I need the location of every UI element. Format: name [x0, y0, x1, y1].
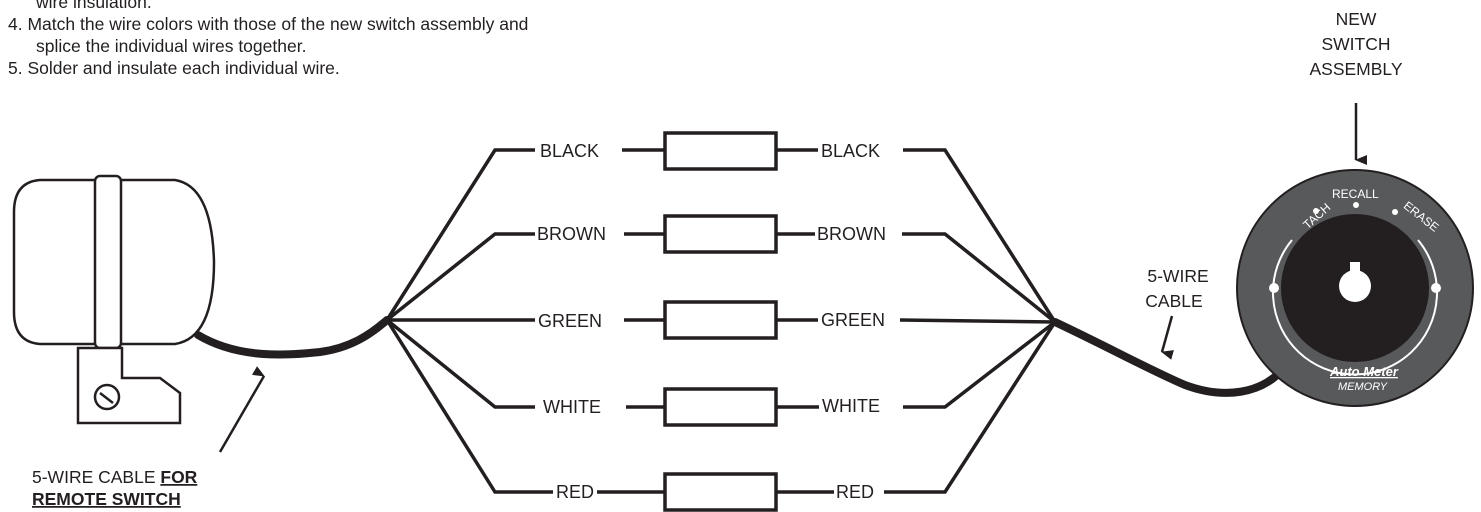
brand-logo: Auto Meter — [1329, 364, 1399, 379]
right-cable-callout: 5-WIRE CABLE — [1145, 266, 1209, 360]
wire-row-red: RED RED — [556, 472, 874, 512]
new-switch-label-line2: SWITCH — [1321, 34, 1390, 54]
right-wire-label-brown: BROWN — [817, 224, 886, 244]
right-cable-arrow — [1160, 315, 1174, 360]
position-dot-tach — [1313, 208, 1319, 214]
left-cable-arrow — [218, 366, 266, 453]
left-cable-label-emph: FOR — [160, 467, 197, 487]
instructions-block: wire insulation. 4. Match the wire color… — [8, 0, 708, 79]
wire-row-black: BLACK BLACK — [540, 131, 880, 171]
left-wire-label-white: WHITE — [543, 397, 601, 417]
step-4-text: Match the wire colors with those of the … — [27, 14, 529, 34]
splice-connector-red — [663, 472, 778, 512]
instruction-partial-line: wire insulation. — [36, 0, 152, 12]
instruction-step-4: 4. Match the wire colors with those of t… — [8, 13, 708, 35]
right-wire-label-black: BLACK — [821, 141, 880, 161]
switch-mount-dot-right — [1431, 283, 1441, 293]
left-wire-label-black: BLACK — [540, 141, 599, 161]
left-cable-label-line2: REMOTE SWITCH — [32, 489, 181, 509]
left-wire-label-brown: BROWN — [537, 224, 606, 244]
switch-shaft-hole — [1339, 270, 1371, 302]
right-cable-label-line2: CABLE — [1145, 291, 1202, 311]
cable-from-gauge — [194, 316, 391, 359]
left-wire-fan — [385, 148, 553, 494]
position-dot-erase — [1392, 209, 1398, 215]
splice-connector-brown — [663, 214, 778, 254]
left-cable-label-prefix: 5-WIRE CABLE — [32, 467, 160, 487]
left-wire-label-green: GREEN — [538, 311, 602, 331]
position-label-recall: RECALL — [1332, 187, 1379, 201]
new-switch-callout: NEW SWITCH ASSEMBLY — [1309, 9, 1403, 165]
step-5-number: 5. — [8, 58, 23, 78]
new-switch-label-line1: NEW — [1336, 9, 1377, 29]
position-dot-recall — [1353, 202, 1359, 208]
gauge-bezel-band — [93, 174, 123, 350]
tachometer-gauge — [12, 174, 216, 425]
right-wire-label-red: RED — [836, 482, 874, 502]
step-4-text-continued: splice the individual wires together. — [36, 36, 307, 56]
model-logo: MEMORY — [1338, 381, 1388, 393]
step-4-number: 4. — [8, 14, 23, 34]
left-cable-callout: 5-WIRE CABLE FOR REMOTE SWITCH — [32, 366, 266, 509]
left-wire-label-red: RED — [556, 482, 594, 502]
right-wire-fan — [884, 148, 1057, 494]
instruction-step-5: 5. Solder and insulate each individual w… — [8, 57, 708, 79]
splice-connector-black — [663, 131, 778, 171]
wire-row-green: GREEN GREEN — [538, 300, 885, 340]
splice-connector-white — [663, 387, 778, 427]
splice-connector-green — [663, 300, 778, 340]
step-5-text: Solder and insulate each individual wire… — [27, 58, 340, 78]
wire-row-white: WHITE WHITE — [543, 387, 880, 427]
switch-mount-dot-left — [1269, 283, 1279, 293]
new-switch-label-line3: ASSEMBLY — [1309, 59, 1402, 79]
left-cable-label-line1: 5-WIRE CABLE FOR — [32, 467, 198, 487]
gauge-mount-bracket — [76, 346, 182, 425]
wire-row-brown: BROWN BROWN — [537, 214, 886, 254]
right-cable-label-line1: 5-WIRE — [1147, 266, 1208, 286]
right-wire-label-green: GREEN — [821, 310, 885, 330]
cable-to-switch — [1051, 318, 1294, 397]
switch-assembly: TACH RECALL ERASE Auto Meter MEMORY — [1236, 169, 1474, 407]
right-wire-label-white: WHITE — [822, 396, 880, 416]
